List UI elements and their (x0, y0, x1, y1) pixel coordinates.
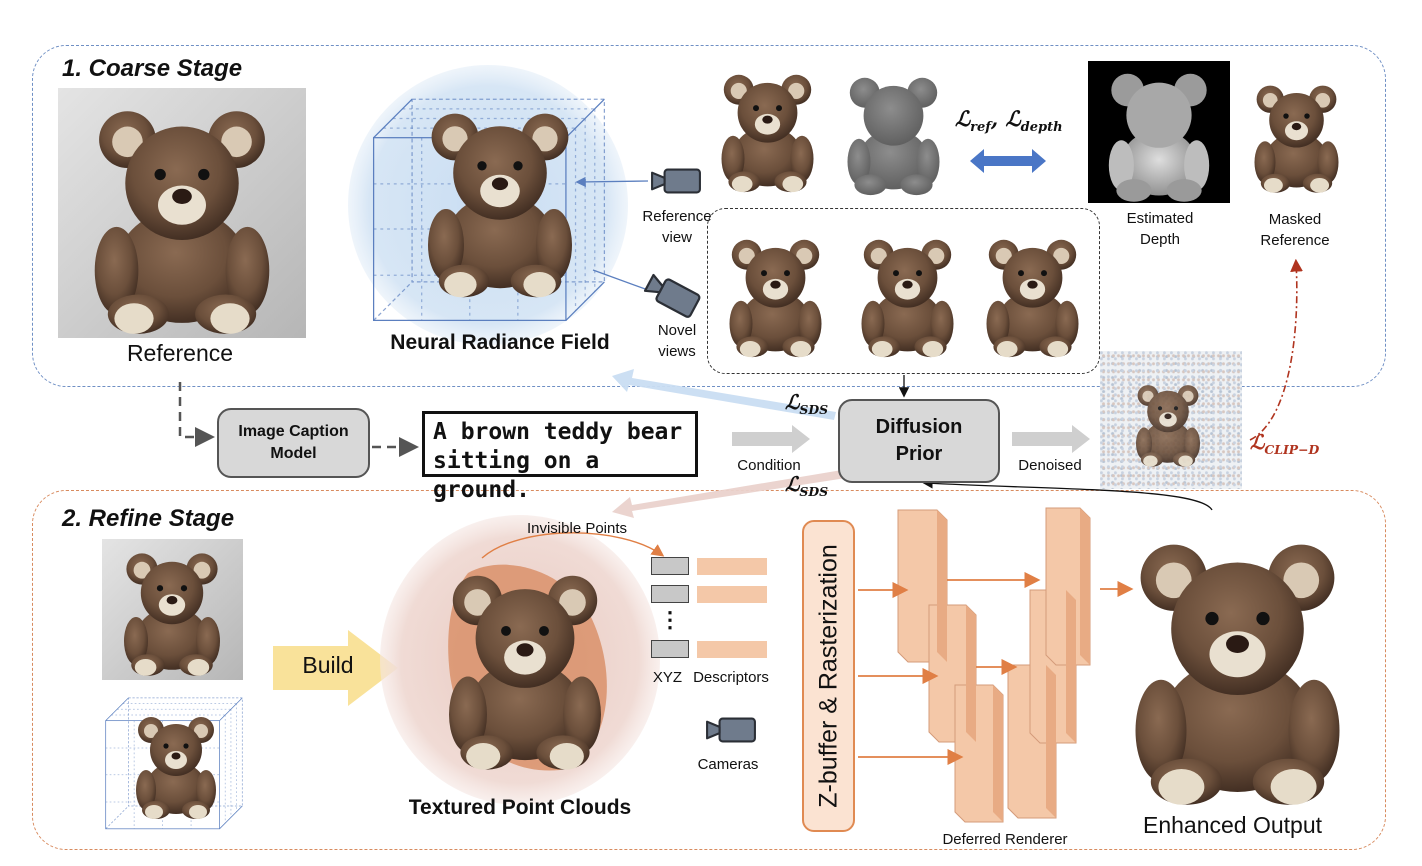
denoised-label: Denoised (1018, 457, 1082, 474)
enhanced-output-label: Enhanced Output (1142, 812, 1323, 838)
invisible-points-label: Invisible Points (526, 520, 628, 537)
loss-sds-bottom: ℒSDS (785, 472, 829, 499)
diffusion-prior-box: Diffusion Prior (838, 399, 1000, 483)
rendered-mask-silhouette (847, 77, 940, 196)
xyz-label: XYZ (652, 669, 683, 686)
novel-view-bear-1 (729, 239, 822, 358)
caption-text: A brown teddy bear sitting on a ground. (433, 419, 683, 503)
novel-views-label: Novel views (657, 322, 697, 360)
rendered-reference-bear (721, 74, 814, 193)
xyz-cell-1 (651, 557, 689, 575)
loss-sds-top: ℒSDS (785, 390, 829, 417)
reference-label: Reference (126, 340, 234, 366)
condition-label: Condition (737, 457, 801, 474)
xyz-cell-2 (651, 585, 689, 603)
image-caption-model-label: Image Caption Model (238, 423, 349, 462)
descriptors-label: Descriptors (693, 669, 769, 686)
deferred-renderer-label: Deferred Renderer (942, 831, 1068, 848)
zbuffer-rasterization-box: Z-buffer & Rasterization (802, 520, 855, 832)
image-caption-model-box: Image Caption Model (217, 408, 370, 478)
novel-views-panel (707, 208, 1100, 374)
nerf-bear (428, 113, 572, 298)
descriptor-cell-2 (697, 586, 767, 603)
loss-clip-d: ℒCLIP−D (1250, 430, 1320, 457)
reference-camera-icon (651, 168, 701, 194)
denoised-noisy-image (1100, 351, 1242, 489)
diffusion-prior-label: Diffusion Prior (875, 416, 963, 465)
caption-text-box: A brown teddy bear sitting on a ground. (422, 411, 698, 503)
enhanced-output-bear (1135, 544, 1340, 805)
double-arrow-icon (970, 149, 1046, 173)
build-label: Build (302, 652, 354, 678)
textured-point-clouds-label: Textured Point Clouds (408, 796, 632, 819)
descriptor-cell-1 (697, 558, 767, 575)
cameras-icon (706, 717, 756, 743)
zbuffer-label: Z-buffer & Rasterization (814, 544, 842, 808)
estimated-depth-label: Estimated Depth (1126, 210, 1194, 248)
descriptor-cell-3 (697, 641, 767, 658)
reference-view-label: Reference view (642, 208, 712, 246)
masked-reference-label: Masked Reference (1260, 211, 1330, 249)
nerf-label: Neural Radiance Field (390, 331, 610, 354)
textured-point-cloud-bear (449, 575, 601, 770)
xyz-cell-3 (651, 640, 689, 658)
novel-view-bear-3 (986, 239, 1079, 358)
masked-reference-bear (1254, 85, 1339, 193)
coarse-stage-title: 1. Coarse Stage (62, 55, 243, 82)
estimated-depth-image (1088, 61, 1230, 203)
refine-stage-title: 2. Refine Stage (62, 505, 235, 532)
refine-reference-image (102, 539, 243, 680)
cameras-label: Cameras (697, 756, 759, 773)
ellipsis-mark: ⋮ (659, 607, 681, 632)
novel-view-bear-2 (861, 239, 954, 358)
refine-nerf-bear (136, 717, 216, 819)
loss-ref-depth: ℒref, ℒdepth (955, 106, 1063, 136)
reference-image (58, 88, 306, 338)
build-arrow-icon (273, 630, 398, 706)
